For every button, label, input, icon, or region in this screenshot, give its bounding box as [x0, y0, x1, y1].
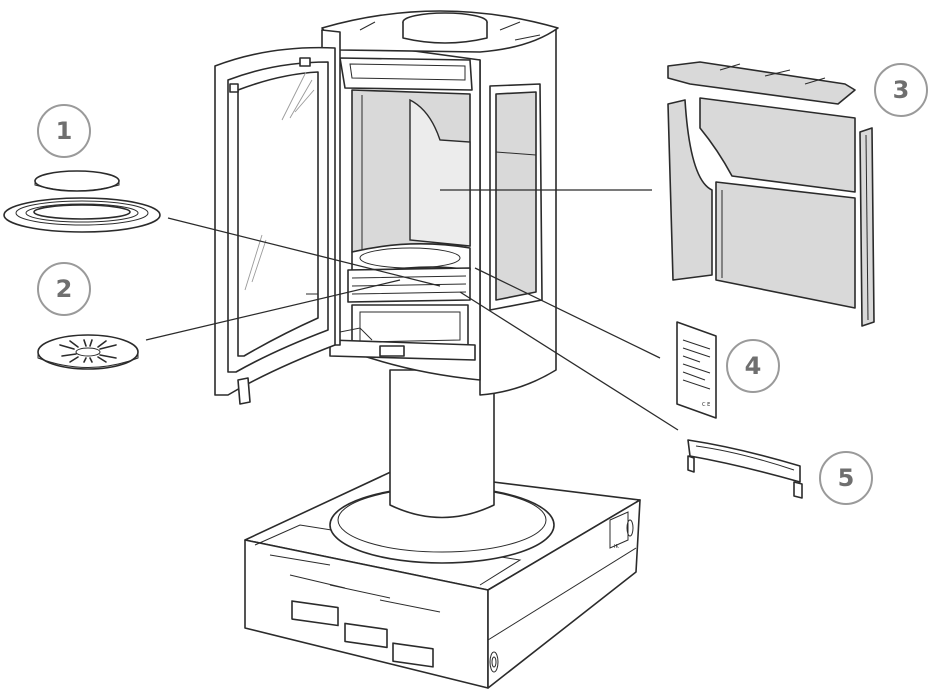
pallet-mark: IK — [614, 544, 619, 550]
callout-3: 3 — [874, 63, 928, 117]
svg-text:3: 3 — [893, 76, 910, 104]
stove-body — [321, 10, 559, 396]
part-5-front-strip — [687, 439, 803, 499]
door-glass-reflections — [244, 71, 315, 291]
part-3-firebrick-set — [667, 61, 875, 327]
plate-mark: C E — [702, 402, 710, 408]
plate-text-lines — [682, 339, 711, 390]
part-2-grate — [37, 334, 139, 370]
pedestal — [329, 369, 555, 564]
stove-door — [214, 46, 336, 405]
callout-1: 1 — [37, 104, 91, 158]
part-4-rating-plate: C E — [676, 321, 717, 419]
leader-lines — [145, 189, 679, 431]
svg-text:5: 5 — [838, 464, 855, 492]
callout-2: 2 — [37, 262, 91, 316]
grate-slots — [59, 339, 117, 363]
pallet-wood-grain — [489, 519, 634, 673]
callout-5: 5 — [819, 451, 873, 505]
part-1-top-plate-and-ring — [3, 170, 161, 233]
svg-text:1: 1 — [56, 117, 73, 145]
callout-4: 4 — [726, 339, 780, 393]
svg-text:4: 4 — [745, 352, 762, 380]
svg-text:2: 2 — [56, 275, 73, 303]
